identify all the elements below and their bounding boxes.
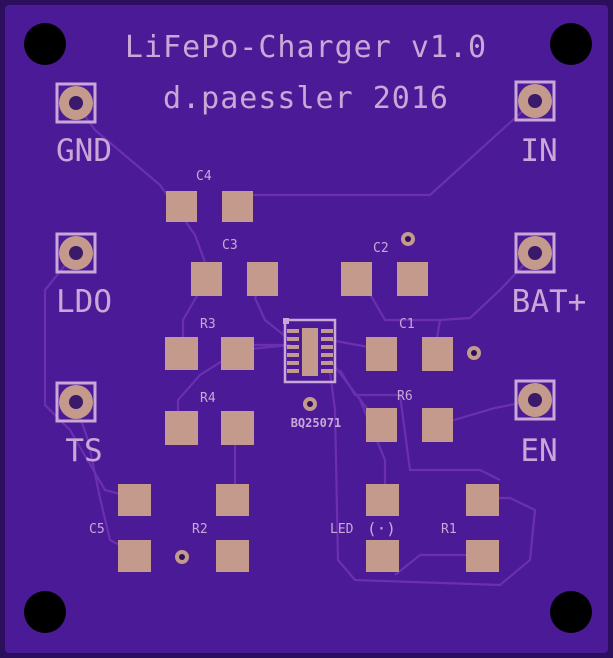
connector-in[interactable]: IN [514,80,558,169]
component-label-c4: C4 [196,169,212,184]
mounting-hole-top-left [24,23,66,65]
ic-outline [283,318,337,384]
component-label-c3: C3 [222,238,238,253]
connector-label-bat-plus: BAT+ [512,284,587,320]
pad-r1-1 [466,484,499,516]
ic-pins-right [321,329,333,373]
component-c4[interactable]: C4 [166,169,253,222]
pad-c4-1 [166,191,197,222]
component-ic-bq25071[interactable]: BQ25071 [283,318,341,430]
component-label-led: LED [330,522,354,537]
connector-label-gnd: GND [56,133,112,169]
pad-r3-1 [165,337,198,370]
pad-r2-2 [216,540,249,572]
component-label-c2: C2 [373,241,389,256]
pad-c3-1 [191,262,222,296]
led-polarity-marker: (·) [367,519,396,538]
component-c1[interactable]: C1 [366,317,481,371]
pad-r4-2 [221,411,254,445]
pad-c2-2 [397,262,428,296]
connector-en[interactable]: EN [514,379,558,469]
via-c2-hole [405,236,411,242]
component-r6[interactable]: R6 [366,389,453,442]
component-label-r3: R3 [200,317,216,332]
pad-led-1 [366,484,399,516]
mounting-hole-top-right [550,23,592,65]
ic-pin1-marker [283,318,289,324]
component-label-r6: R6 [397,389,413,404]
via-c1-hole [471,350,477,356]
pad-r6-1 [366,408,397,442]
connector-ldo[interactable]: LDO [55,232,112,320]
pad-c4-2 [222,191,253,222]
pad-r4-1 [165,411,198,445]
pad-r6-2 [422,408,453,442]
connector-ts[interactable]: TS [55,381,103,469]
connector-label-en: EN [520,433,557,469]
component-led[interactable]: LED (·) [330,484,399,572]
pad-c1-1 [366,337,397,371]
pad-c3-2 [247,262,278,296]
ts-drill-hole [69,395,83,409]
component-label-r1: R1 [441,522,457,537]
pad-c5-2 [118,540,151,572]
pad-led-2 [366,540,399,572]
pad-r2-1 [216,484,249,516]
component-r3[interactable]: R3 [165,317,254,370]
ic-pins-left [287,329,299,373]
component-c5[interactable]: C5 [89,484,189,572]
component-c3[interactable]: C3 [191,238,278,296]
board-title: LiFePo-Charger v1.0 [125,30,487,65]
ic-thermal-pad [302,328,318,376]
component-r1[interactable]: R1 [441,484,499,572]
component-label-c5: C5 [89,522,105,537]
ldo-drill-hole [69,246,83,260]
board-author: d.paessler 2016 [163,81,449,116]
component-label-c1: C1 [399,317,415,332]
bat-plus-drill-hole [528,246,542,260]
component-label-r2: R2 [192,522,208,537]
connector-label-ts: TS [65,433,102,469]
component-label-ic: BQ25071 [291,416,342,430]
pad-r1-2 [466,540,499,572]
connector-gnd[interactable]: GND [55,82,112,169]
pad-c1-2 [422,337,453,371]
component-r2[interactable]: R2 [192,484,249,572]
en-drill-hole [528,393,542,407]
component-r4[interactable]: R4 [165,391,254,445]
component-c2[interactable]: C2 [341,232,428,296]
connector-label-in: IN [520,133,557,169]
mounting-hole-bottom-left [24,591,66,633]
component-label-r4: R4 [200,391,216,406]
via-c5-hole [179,554,185,560]
pad-c2-1 [341,262,372,296]
mounting-hole-bottom-right [550,591,592,633]
via-ic-hole [307,401,313,407]
pad-c5-1 [118,484,151,516]
connector-label-ldo: LDO [56,284,112,320]
connector-bat-plus[interactable]: BAT+ [512,232,587,320]
gnd-drill-hole [69,96,83,110]
in-drill-hole [528,94,542,108]
pad-r3-2 [221,337,254,370]
